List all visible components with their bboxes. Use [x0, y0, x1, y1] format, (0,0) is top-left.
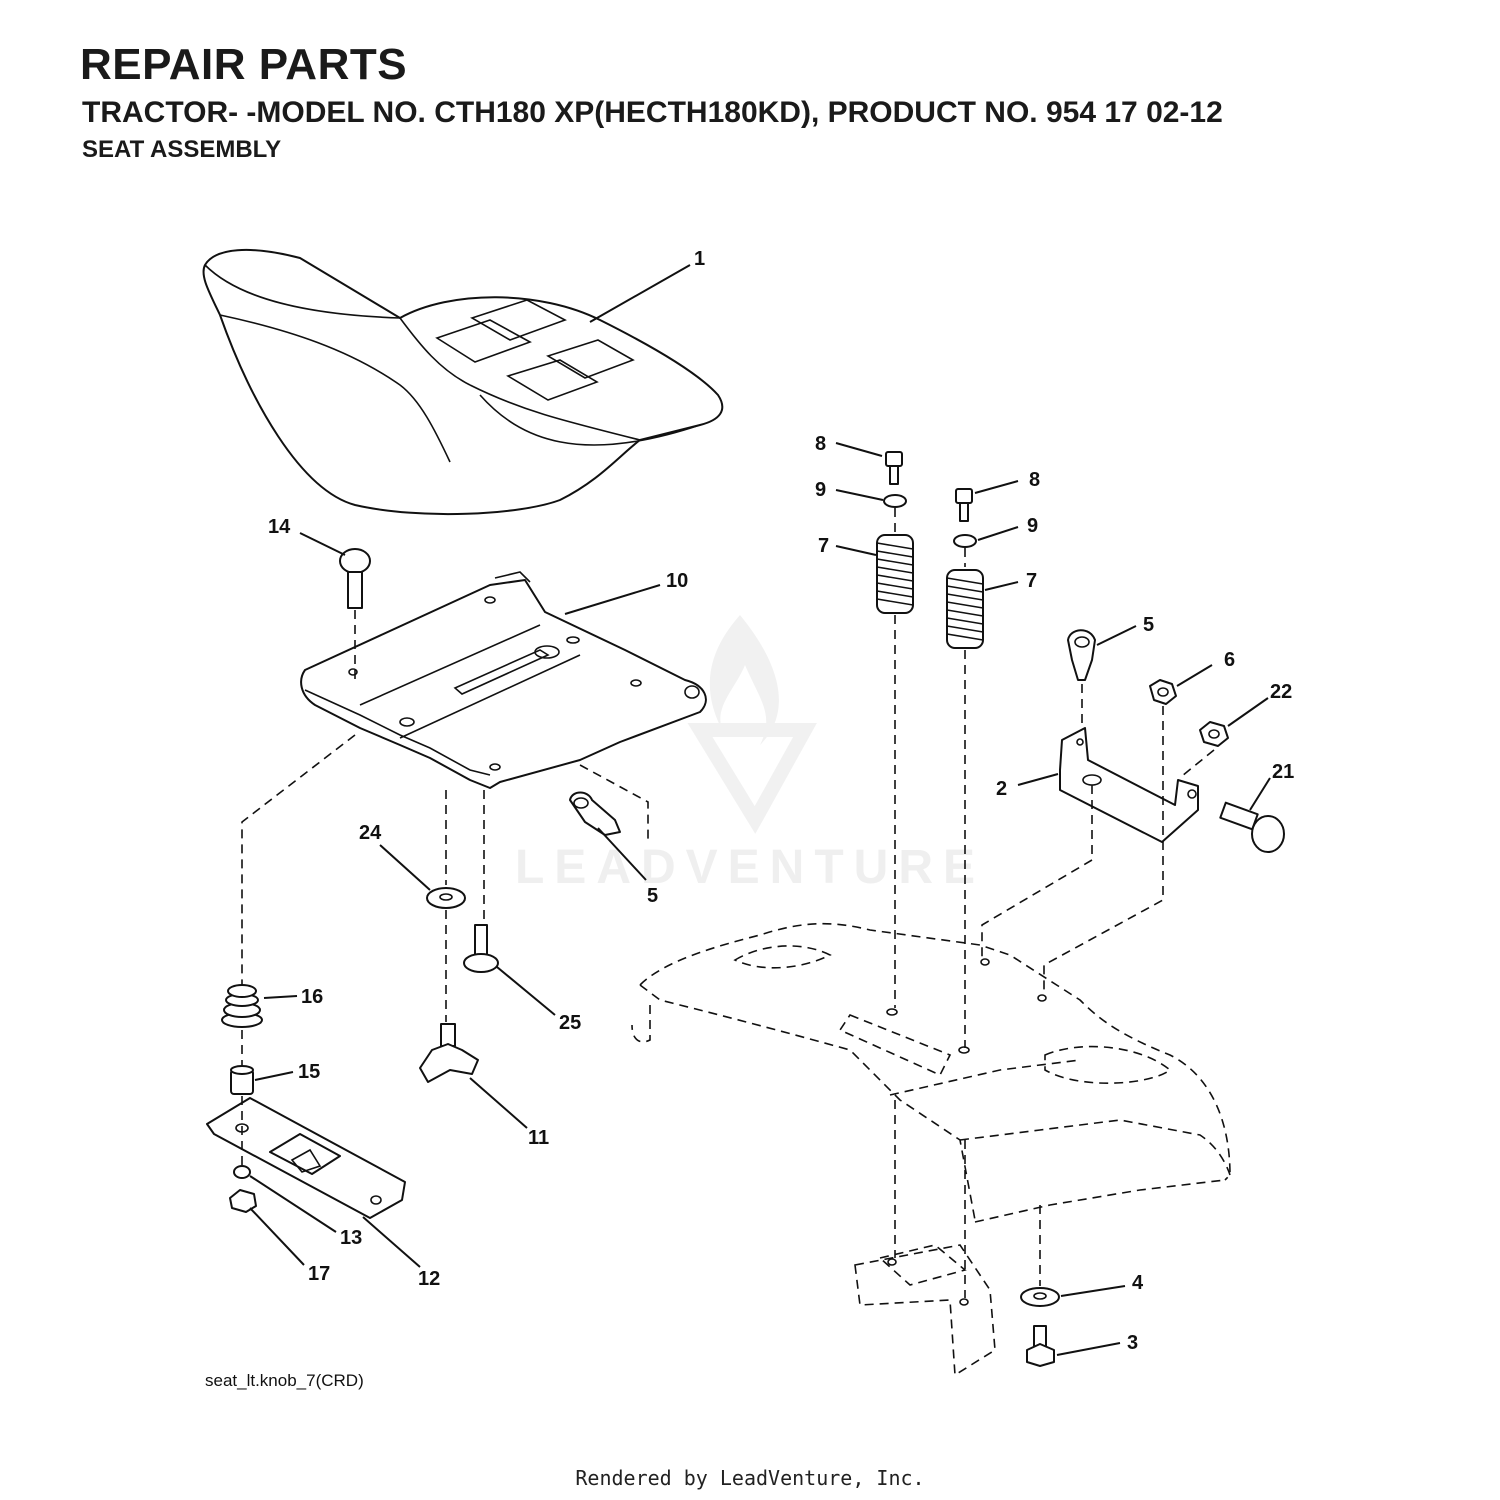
callout-7-left: 7	[818, 535, 829, 557]
spacer-15-part	[230, 1065, 254, 1095]
seat-pan-part	[300, 571, 707, 789]
callout-25: 25	[559, 1012, 581, 1034]
slide-12-part	[206, 1097, 406, 1219]
washer-9-right-part	[953, 534, 977, 548]
callout-leaders	[249, 264, 1271, 1356]
bolt-21-part	[1219, 801, 1285, 853]
callout-24: 24	[359, 822, 382, 844]
callout-1: 1	[694, 248, 705, 270]
callout-15: 15	[298, 1061, 320, 1083]
model-subtitle: TRACTOR- -MODEL NO. CTH180 XP(HECTH180KD…	[82, 96, 1223, 129]
callout-6: 6	[1224, 649, 1235, 671]
washer-4-part	[1020, 1287, 1060, 1307]
callout-5-right: 5	[1143, 614, 1154, 636]
bracket-2-part	[1059, 727, 1199, 843]
spring-left-part	[876, 534, 914, 614]
callout-22: 22	[1270, 681, 1292, 703]
callout-5-left: 5	[647, 885, 658, 907]
callout-9-left: 9	[815, 479, 826, 501]
nut-22-part	[1199, 721, 1229, 747]
bolt-3-part	[1026, 1325, 1055, 1367]
callout-4: 4	[1132, 1272, 1144, 1294]
spring-16-part	[221, 984, 263, 1028]
assembly-lines	[241, 508, 1215, 1298]
callout-2: 2	[996, 778, 1007, 800]
tractor-fender-outline	[631, 922, 1231, 1377]
callout-12: 12	[418, 1268, 440, 1290]
watermark-logo	[687, 615, 817, 834]
clip-5-right-part	[1067, 629, 1096, 681]
washer-24-part	[426, 887, 466, 909]
bolt-8-left-part	[885, 451, 903, 485]
callout-16: 16	[301, 986, 323, 1008]
seat-part	[202, 249, 724, 516]
callout-8-left: 8	[815, 433, 826, 455]
nut-17-part	[229, 1189, 257, 1213]
callout-11: 11	[528, 1127, 549, 1149]
watermark-text: LEADVENTURE	[514, 841, 986, 894]
callout-9-right: 9	[1027, 515, 1038, 537]
callout-7-right: 7	[1026, 570, 1037, 592]
clip-5-left-part	[569, 791, 621, 836]
washer-9-left-part	[883, 494, 907, 508]
callout-13: 13	[340, 1227, 362, 1249]
callout-10: 10	[666, 570, 688, 592]
page-title: REPAIR PARTS	[80, 40, 408, 89]
drawing-reference: seat_lt.knob_7(CRD)	[205, 1371, 364, 1390]
footer-credit: Rendered by LeadVenture, Inc.	[575, 1466, 925, 1490]
carriage-bolt-14-part	[339, 548, 371, 609]
callout-21: 21	[1272, 761, 1294, 783]
callout-labels: 1 10 14 8 9 7 8 9 7 5 6 22 2 21 5 24 25 …	[205, 248, 1294, 1390]
callout-3: 3	[1127, 1332, 1138, 1354]
washer-13-part	[233, 1165, 251, 1179]
bolt-8-right-part	[955, 488, 973, 522]
section-title: SEAT ASSEMBLY	[82, 136, 282, 163]
nut-6-part	[1149, 679, 1177, 705]
callout-17: 17	[308, 1263, 330, 1285]
bolt-25-part	[463, 924, 499, 973]
knob-11-part	[419, 1023, 479, 1083]
spring-right-part	[946, 569, 984, 649]
callout-8-right: 8	[1029, 469, 1040, 491]
callout-14: 14	[268, 516, 291, 538]
